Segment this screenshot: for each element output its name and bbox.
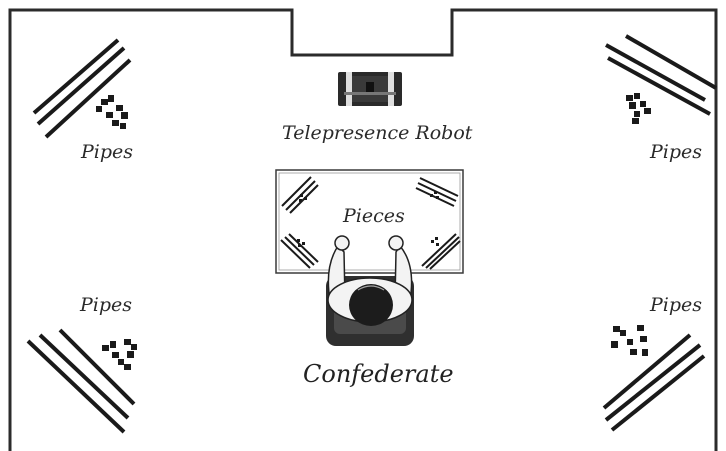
pipes-label-top-left: Pipes	[81, 141, 134, 163]
pieces-bottom-right-icon	[611, 325, 648, 356]
pieces-label: Pieces	[343, 205, 405, 227]
pipes-label-bottom-left: Pipes	[80, 294, 133, 316]
robot-label: Telepresence Robot	[282, 122, 473, 144]
table-pipes-bottom-left	[280, 233, 319, 269]
pieces-top-right-icon	[626, 93, 651, 124]
pipes-label-top-right: Pipes	[650, 141, 703, 163]
pipes-bottom-right-icon	[602, 333, 706, 432]
pipes-top-left-icon	[32, 38, 132, 139]
pipes-label-bottom-right: Pipes	[650, 294, 703, 316]
table-pieces	[297, 191, 439, 247]
pipes-bottom-left-icon	[26, 328, 136, 434]
pieces-bottom-left-icon	[102, 339, 137, 370]
room-wall	[8, 8, 718, 451]
confederate-label: Confederate	[303, 360, 454, 388]
confederate-person-icon	[327, 235, 413, 326]
table-pipes-bottom-right	[421, 233, 461, 270]
pipes-top-right-icon	[605, 34, 718, 116]
pieces-top-left-icon	[96, 95, 128, 129]
telepresence-robot-icon	[338, 72, 402, 106]
